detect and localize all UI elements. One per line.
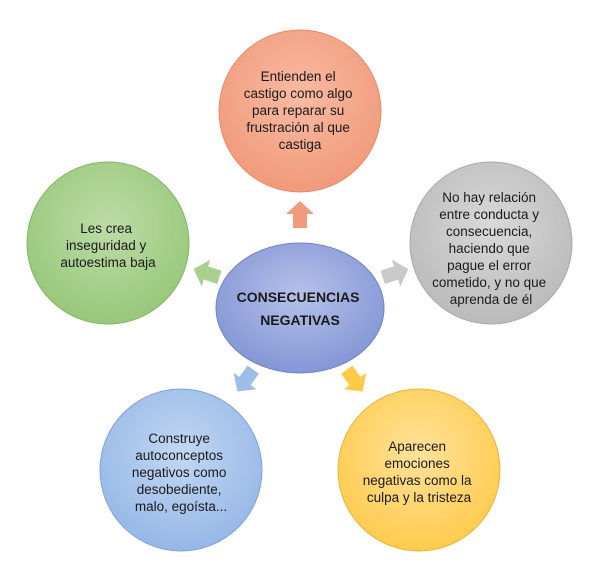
- node-left-text: Les crea inseguridad y autoestima baja: [60, 221, 156, 270]
- node-right: No hay relación entre conducta y consecu…: [409, 161, 573, 325]
- center-node-text: CONSECUENCIAS NEGATIVAS: [237, 289, 364, 328]
- arrow-top: [286, 201, 314, 228]
- node-bottom-right: Aparecen emociones negativas como la cul…: [337, 388, 501, 552]
- node-bottom-right-text: Aparecen emociones negativas como la cul…: [363, 439, 476, 505]
- node-bottom-left-text: Construye autoconceptos negativos como d…: [132, 431, 230, 514]
- arrow-left: [193, 259, 222, 287]
- node-left: Les crea inseguridad y autoestima baja: [26, 161, 190, 325]
- node-right-text: No hay relación entre conducta y consecu…: [432, 190, 550, 307]
- node-top: Entienden el castigo como algo para repa…: [218, 29, 382, 193]
- node-top-text: Entienden el castigo como algo para repa…: [244, 69, 357, 152]
- arrow-bottom-right: [341, 365, 367, 392]
- node-bottom-left: Construye autoconceptos negativos como d…: [99, 388, 263, 552]
- center-node: CONSECUENCIAS NEGATIVAS: [215, 242, 385, 374]
- arrow-right: [380, 259, 409, 287]
- arrow-bottom-left: [233, 365, 259, 392]
